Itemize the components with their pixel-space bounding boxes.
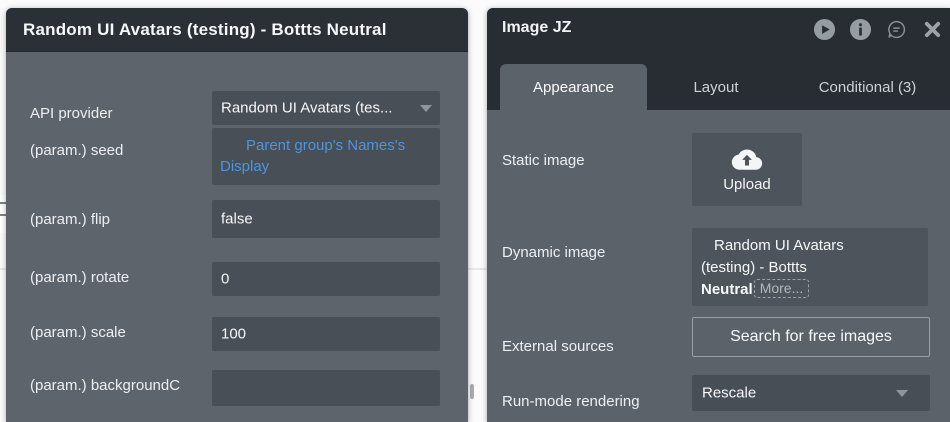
field-label-run-mode-rendering: Run-mode rendering xyxy=(502,393,640,410)
scale-input[interactable]: 100 xyxy=(212,317,440,351)
play-icon xyxy=(813,18,835,40)
left-panel-title: Random UI Avatars (testing) - Bottts Neu… xyxy=(23,20,387,39)
api-provider-select[interactable]: Random UI Avatars (tes... xyxy=(212,91,440,125)
dynamic-image-line3-text: Neutral xyxy=(701,281,753,298)
field-label-dynamic-image: Dynamic image xyxy=(502,244,606,261)
handle-line xyxy=(0,202,6,204)
search-free-images-button[interactable]: Search for free images xyxy=(692,317,930,357)
field-label-api-provider: API provider xyxy=(30,105,113,122)
property-editor-image-jz-panel: Image JZ xyxy=(487,8,950,422)
upload-button[interactable]: Upload xyxy=(692,133,802,206)
api-provider-value: Random UI Avatars (tes... xyxy=(221,99,393,117)
run-mode-select[interactable]: Rescale xyxy=(692,375,930,411)
dynamic-image-expression[interactable]: Random UI Avatars (testing) - Bottts Neu… xyxy=(692,228,928,306)
scrollbar-thumb[interactable] xyxy=(470,384,474,399)
chevron-down-icon xyxy=(420,105,432,112)
tab-bar: Appearance Layout Conditional (3) xyxy=(487,50,950,110)
field-label-scale: (param.) scale xyxy=(30,324,126,341)
seed-expression-line2: Display xyxy=(220,158,270,175)
close-button[interactable] xyxy=(920,17,944,41)
header-icon-group xyxy=(812,8,944,50)
field-label-seed: (param.) seed xyxy=(30,142,124,159)
tab-conditional[interactable]: Conditional (3) xyxy=(818,78,917,96)
search-free-images-label: Search for free images xyxy=(730,328,892,345)
field-label-backgroundc: (param.) backgroundC xyxy=(30,377,181,394)
backgroundc-input[interactable] xyxy=(212,370,440,406)
chevron-down-icon xyxy=(896,390,908,397)
comment-button[interactable] xyxy=(884,17,908,41)
upload-button-label: Upload xyxy=(723,175,771,193)
dynamic-image-line2: (testing) - Bottts xyxy=(701,259,807,276)
info-icon xyxy=(849,18,871,40)
scale-value: 100 xyxy=(221,325,247,343)
left-panel-titlebar[interactable]: Random UI Avatars (testing) - Bottts Neu… xyxy=(6,8,468,52)
close-icon xyxy=(924,21,940,37)
property-editor-avatars-panel: Random UI Avatars (testing) - Bottts Neu… xyxy=(6,8,468,422)
handle-line xyxy=(0,214,6,216)
rotate-input[interactable]: 0 xyxy=(212,262,440,296)
rotate-value: 0 xyxy=(221,270,230,288)
right-panel-titlebar[interactable]: Image JZ xyxy=(487,8,950,50)
info-button[interactable] xyxy=(848,17,872,41)
field-label-external-sources: External sources xyxy=(502,338,614,355)
canvas-grid-line xyxy=(0,268,950,270)
field-label-flip: (param.) flip xyxy=(30,211,111,228)
run-mode-value: Rescale xyxy=(702,384,757,402)
seed-dynamic-input[interactable]: Parent group's Names's Display xyxy=(212,128,440,185)
run-preview-button[interactable] xyxy=(812,17,836,41)
right-panel-title: Image JZ xyxy=(502,19,572,36)
more-button[interactable]: More... xyxy=(753,279,810,298)
flip-value: false xyxy=(221,210,253,228)
field-label-static-image: Static image xyxy=(502,152,585,169)
tab-layout[interactable]: Layout xyxy=(693,78,739,96)
canvas-element-edge xyxy=(0,195,6,233)
seed-expression-line1: Parent group's Names's xyxy=(246,137,406,154)
dynamic-image-line1: Random UI Avatars xyxy=(714,237,844,254)
flip-input[interactable]: false xyxy=(212,200,440,238)
cloud-upload-icon xyxy=(731,149,763,170)
comment-icon xyxy=(887,20,905,38)
tab-appearance[interactable]: Appearance xyxy=(500,64,647,110)
field-label-rotate: (param.) rotate xyxy=(30,269,130,286)
